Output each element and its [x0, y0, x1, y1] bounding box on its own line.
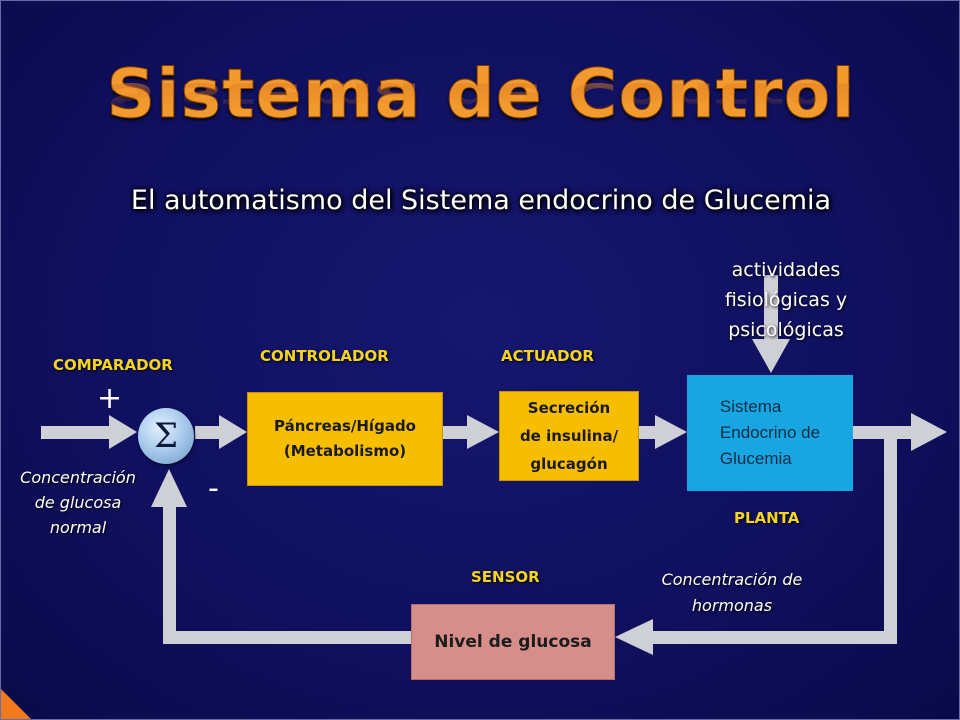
plant-line: Glucemia: [719, 449, 792, 468]
feedback-left-shaft: [649, 631, 897, 644]
plant-line: Sistema: [719, 397, 782, 416]
summing-junction: Σ: [138, 408, 194, 464]
sensor-return-up: [163, 503, 176, 644]
disturbance-arrow-head: [752, 339, 790, 373]
sensor-label: Nivel de glucosa: [434, 632, 592, 652]
controller-line: (Metabolismo): [283, 442, 407, 460]
disturbance-line: actividades: [731, 259, 841, 281]
label-controlador: CONTROLADOR: [260, 347, 389, 365]
label-comparador: COMPARADOR: [53, 356, 173, 374]
corner-decoration: [1, 689, 33, 719]
label-planta: PLANTA: [734, 509, 800, 527]
input-description: Concentración de glucosa normal: [3, 465, 153, 540]
input-arrow-head: [109, 415, 137, 449]
slide-title: Sistema de Control: [106, 55, 856, 135]
slide-title-reflection: Sistema de Control: [106, 74, 856, 118]
disturbance-arrow-shaft: [764, 275, 778, 343]
sensor-return-left: [163, 631, 411, 644]
output-note-line: Concentración de: [661, 570, 803, 589]
controller-box: Páncreas/Hígado (Metabolismo): [247, 392, 443, 486]
plus-sign: +: [97, 381, 123, 416]
feedback-down: [884, 426, 897, 644]
sigma-icon: Σ: [153, 416, 179, 456]
plant-line: Endocrino de: [719, 423, 821, 442]
actuator-to-plant-shaft: [639, 426, 659, 439]
feedback-left-head: [615, 619, 653, 655]
actuator-box: Secreción de insulina/ glucagón: [499, 391, 639, 481]
input-arrow-shaft: [41, 426, 113, 439]
input-line: de glucosa: [34, 493, 122, 512]
slide-subtitle: El automatismo del Sistema endocrino de …: [130, 185, 832, 216]
actuator-line: Secreción: [527, 399, 611, 417]
output-arrow-head: [911, 413, 947, 451]
minus-sign: -: [208, 471, 219, 506]
comparator-to-controller-shaft: [195, 426, 223, 439]
input-line: Concentración: [20, 468, 136, 487]
controller-line: Páncreas/Hígado: [274, 417, 416, 435]
output-note: Concentración de hormonas: [637, 567, 827, 619]
actuator-to-plant-head: [655, 415, 687, 449]
actuator-line: de insulina/: [519, 427, 619, 445]
disturbance-label: actividades fisiológicas y psicológicas: [686, 255, 886, 345]
sensor-return-head: [151, 469, 187, 507]
actuator-line: glucagón: [530, 455, 608, 473]
sensor-box: Nivel de glucosa: [411, 604, 615, 680]
output-note-line: hormonas: [691, 596, 773, 615]
disturbance-line: fisiológicas y: [724, 289, 848, 311]
comparator-to-controller-head: [219, 415, 247, 449]
disturbance-line: psicológicas: [728, 319, 844, 341]
controller-to-actuator-head: [467, 415, 499, 449]
label-sensor: SENSOR: [471, 568, 540, 586]
plant-box: Sistema Endocrino de Glucemia: [687, 375, 853, 491]
input-line: normal: [49, 518, 107, 537]
label-actuador: ACTUADOR: [501, 347, 594, 365]
controller-to-actuator-shaft: [443, 426, 471, 439]
